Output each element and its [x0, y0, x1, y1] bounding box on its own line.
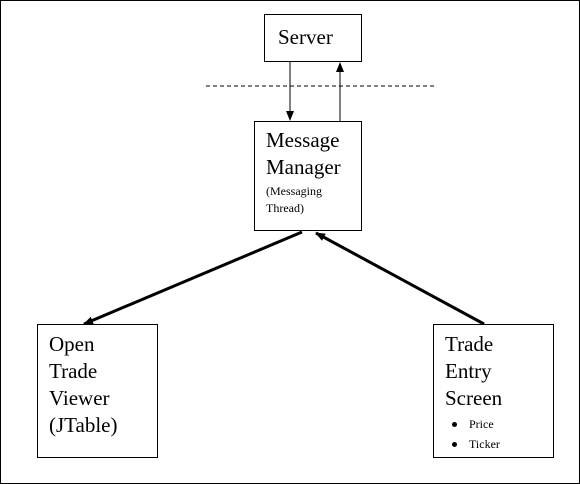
bullet-icon	[452, 422, 457, 427]
message-manager-node: Message Manager (Messaging Thread)	[254, 121, 362, 231]
list-item: Price	[449, 414, 500, 434]
edge-message-manager-to-open-trade-viewer	[83, 230, 303, 326]
message-manager-subtitle: (Messaging Thread)	[266, 183, 322, 217]
message-manager-subtitle-line: (Messaging	[266, 184, 322, 198]
open-trade-viewer-title: Open Trade Viewer (JTable)	[49, 331, 118, 439]
open-trade-viewer-title-line: Open	[49, 332, 95, 356]
field-label-price: Price	[469, 417, 494, 431]
trade-entry-screen-title-line: Trade	[445, 332, 494, 356]
message-manager-subtitle-line: Thread)	[266, 201, 304, 215]
open-trade-viewer-title-line: Viewer	[49, 386, 110, 410]
bullet-icon	[452, 442, 457, 447]
list-item: Ticker	[449, 434, 500, 454]
server-node: Server	[264, 14, 362, 62]
field-label-ticker: Ticker	[469, 437, 500, 451]
open-trade-viewer-node: Open Trade Viewer (JTable)	[37, 324, 158, 458]
server-label: Server	[278, 25, 333, 49]
open-trade-viewer-title-line: (JTable)	[49, 413, 118, 437]
open-trade-viewer-title-line: Trade	[49, 359, 98, 383]
trade-entry-field-list: Price Ticker	[449, 414, 500, 454]
trade-entry-screen-title-line: Screen	[445, 386, 503, 410]
edge-trade-entry-screen-to-message-manager	[315, 231, 485, 326]
trade-entry-screen-title-line: Entry	[445, 359, 492, 383]
message-manager-title: Message Manager	[266, 127, 341, 181]
message-manager-title-line: Message	[266, 128, 340, 152]
trade-entry-screen-title: Trade Entry Screen	[445, 331, 502, 412]
trade-entry-screen-node: Trade Entry Screen Price Ticker	[433, 324, 554, 458]
message-manager-title-line: Manager	[266, 155, 341, 179]
